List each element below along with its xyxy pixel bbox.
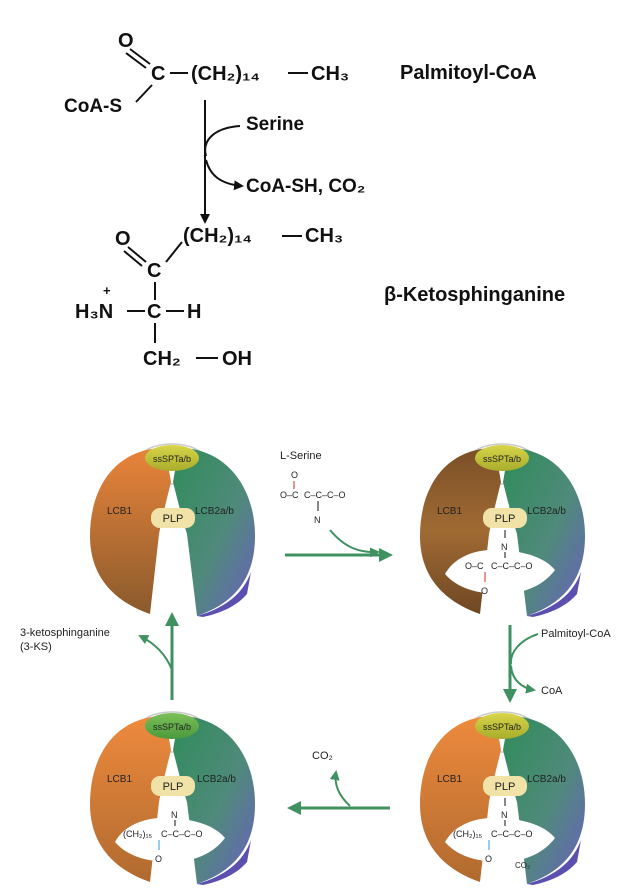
bound-carboxyl: O–C bbox=[465, 561, 484, 571]
acyl-oxygen: O bbox=[485, 854, 492, 864]
product-chain-label: (CH₂)₁₅ bbox=[123, 829, 153, 839]
active-site-cavity bbox=[445, 549, 555, 594]
cap-label: ssSPTa/b bbox=[153, 722, 191, 732]
lcb2-label: LCB2a/b bbox=[197, 774, 236, 785]
ketosphinganine-structure: O C (CH₂)₁₄ CH₃ + H₃N C H CH₂ OH bbox=[75, 225, 343, 370]
lcb1-label: LCB1 bbox=[437, 506, 462, 517]
keto-chain: (CH₂)₁₄ bbox=[183, 225, 252, 247]
terminal-methyl: CH₃ bbox=[311, 63, 349, 85]
coa-thioester: CoA-S bbox=[64, 96, 122, 117]
carbonyl-carbon: C bbox=[151, 63, 165, 85]
reaction-scheme: O C (CH₂)₁₄ CH₃ CoA-S Palmitoyl-CoA Seri… bbox=[64, 30, 565, 370]
serine-entry-curve bbox=[329, 529, 380, 558]
alpha-carbon: C bbox=[147, 301, 161, 323]
methylene-chain: (CH₂)₁₄ bbox=[191, 63, 260, 85]
hydroxyl-group: OH bbox=[222, 348, 252, 370]
plp-cofactor bbox=[483, 508, 527, 528]
spt-enzyme-free: ssSPTa/b LCB1 LCB2a/b PLP bbox=[90, 443, 255, 617]
spt-catalytic-cycle: ssSPTa/b LCB1 LCB2a/b PLP ssSPTa/b LCB1 … bbox=[20, 443, 611, 885]
ketosphinganine-label: β-Ketosphinganine bbox=[384, 284, 565, 306]
product-backbone: C–C–C–O bbox=[161, 829, 203, 839]
ketosphinganine-output-line1: 3-ketosphinganine bbox=[20, 627, 110, 639]
ketosphinganine-output-line2: (3-KS) bbox=[20, 641, 52, 653]
l-serine-label: L-Serine bbox=[280, 450, 322, 462]
ss-spt-cap bbox=[475, 445, 529, 471]
byproduct-out-arrow bbox=[205, 159, 244, 191]
ss-spt-cap bbox=[145, 713, 199, 739]
plp-label: PLP bbox=[163, 781, 184, 793]
cap-label: ssSPTa/b bbox=[153, 454, 191, 464]
palmitoyl-coa-structure: O C (CH₂)₁₄ CH₃ CoA-S bbox=[64, 30, 349, 117]
cap-label: ssSPTa/b bbox=[483, 722, 521, 732]
plp-cofactor bbox=[483, 776, 527, 796]
serine-reagent: Serine bbox=[246, 114, 304, 135]
l-serine-substrate: L-Serine O O–C C–C–C–O N bbox=[280, 450, 346, 525]
keto-oxygen: O bbox=[115, 228, 131, 250]
hydroxymethyl-carbon: CH₂ bbox=[143, 348, 181, 370]
plp-label: PLP bbox=[495, 513, 516, 525]
palmitoyl-coa-input: Palmitoyl-CoA bbox=[541, 628, 611, 640]
carbonyl-oxygen: O bbox=[118, 30, 134, 52]
co2-exit-curve bbox=[329, 770, 351, 807]
alpha-hydrogen: H bbox=[187, 301, 201, 323]
product-oxygen: O bbox=[155, 854, 162, 864]
ss-spt-cap bbox=[475, 713, 529, 739]
palmitoyl-entry-curve bbox=[509, 633, 539, 665]
byproducts-label: CoA-SH, CO₂ bbox=[246, 176, 365, 197]
product-amine-n: N bbox=[171, 810, 178, 820]
co2-output: CO₂ bbox=[312, 750, 333, 762]
plp-cofactor bbox=[151, 508, 195, 528]
lcb1-label: LCB1 bbox=[437, 774, 462, 785]
lcb1-label: LCB1 bbox=[107, 774, 132, 785]
bound-amine-n: N bbox=[501, 542, 508, 552]
coa-output: CoA bbox=[541, 685, 563, 697]
ketosphinganine-exit-curve bbox=[138, 635, 173, 671]
lcb1-label: LCB1 bbox=[107, 506, 132, 517]
palmitoyl-coa-label: Palmitoyl-CoA bbox=[400, 62, 537, 84]
spt-enzyme-product-bound: ssSPTa/b LCB1 LCB2a/b PLP N (CH₂)₁₅ C–C–… bbox=[90, 711, 255, 885]
active-site-cavity bbox=[445, 817, 555, 862]
plp-label: PLP bbox=[163, 513, 184, 525]
bound-backbone: C–C–C–O bbox=[491, 561, 533, 571]
lcb2-label: LCB2a/b bbox=[195, 506, 234, 517]
ammonium-charge: + bbox=[103, 283, 111, 298]
lcb2-label: LCB2a/b bbox=[527, 774, 566, 785]
keto-terminal-methyl: CH₃ bbox=[305, 225, 343, 247]
serine-amine-n: N bbox=[314, 515, 321, 525]
serine-carbonyl-o: O bbox=[291, 470, 298, 480]
serine-carboxyl: O–C bbox=[280, 490, 299, 500]
reagent-in-curve bbox=[204, 125, 241, 157]
keto-carbon: C bbox=[147, 260, 161, 282]
cap-label: ssSPTa/b bbox=[483, 454, 521, 464]
condensed-backbone: C–C–C–O bbox=[491, 829, 533, 839]
spt-enzyme-serine-bound: ssSPTa/b LCB1 LCB2a/b PLP N O–C C–C–C–O … bbox=[420, 443, 585, 617]
released-co2: CO₂ bbox=[515, 861, 530, 870]
lcb2-label: LCB2a/b bbox=[527, 506, 566, 517]
spt-enzyme-condensation: ssSPTa/b LCB1 LCB2a/b PLP N (CH₂)₁₅ C–C–… bbox=[420, 711, 585, 885]
ammonium-group: H₃N bbox=[75, 301, 113, 323]
ss-spt-cap bbox=[145, 445, 199, 471]
bound-oxygen: O bbox=[481, 586, 488, 596]
plp-label: PLP bbox=[495, 781, 516, 793]
active-site-cavity bbox=[115, 817, 225, 862]
coa-exit-curve bbox=[510, 665, 536, 694]
serine-backbone: C–C–C–O bbox=[304, 490, 346, 500]
plp-cofactor bbox=[151, 776, 195, 796]
acyl-chain-label: (CH₂)₁₅ bbox=[453, 829, 483, 839]
bound-amine-n: N bbox=[501, 810, 508, 820]
